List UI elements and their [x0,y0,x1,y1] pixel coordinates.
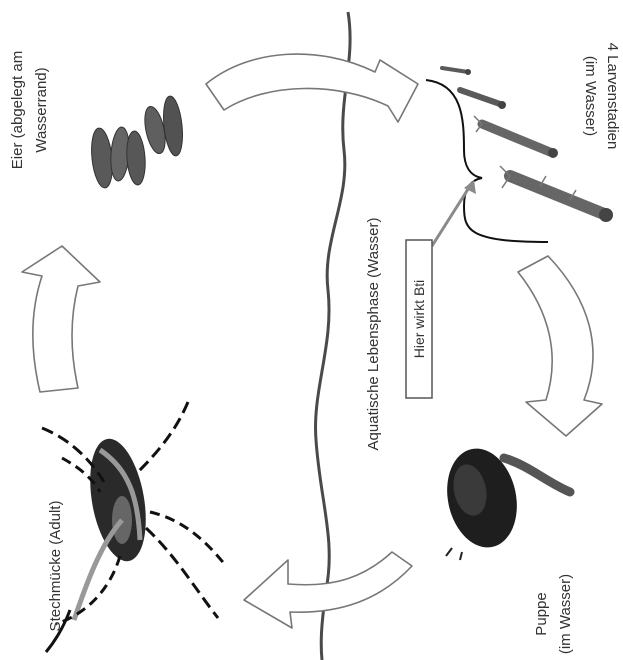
mosquito-adult-icon [42,402,226,652]
bti-indicator-arrow [432,180,476,246]
mosquito-pupa-icon [438,442,570,560]
larva-stage-4 [500,166,613,222]
eggs-label-line2: Wasserrand) [33,67,50,152]
larvae-label-line2: (im Wasser) [582,56,599,136]
water-boundary-line [316,12,351,660]
larva-stage-3 [474,116,558,158]
larvae-label-line1: 4 Larvenstadien [604,43,621,150]
cycle-arrow-larvae-to-pupa [518,256,602,436]
aquatic-phase-label: Aquatische Lebensphase (Wasser) [365,218,382,451]
larva-stage-2 [460,90,506,109]
larvae-bracket [426,80,548,242]
eggs-label-line1: Eier (abgelegt am [9,51,26,169]
bti-box-label: Hier wirkt Bti [411,280,427,359]
pupa-label-line2: (im Wasser) [557,574,574,654]
cycle-arrow-eggs-to-larvae [206,54,418,122]
adult-label: Stechmücke (Adult) [47,501,64,632]
larva-stage-1 [442,68,471,75]
mosquito-eggs-icon [89,95,185,189]
pupa-label-line1: Puppe [533,592,550,635]
cycle-arrow-adult-to-eggs [22,246,100,392]
